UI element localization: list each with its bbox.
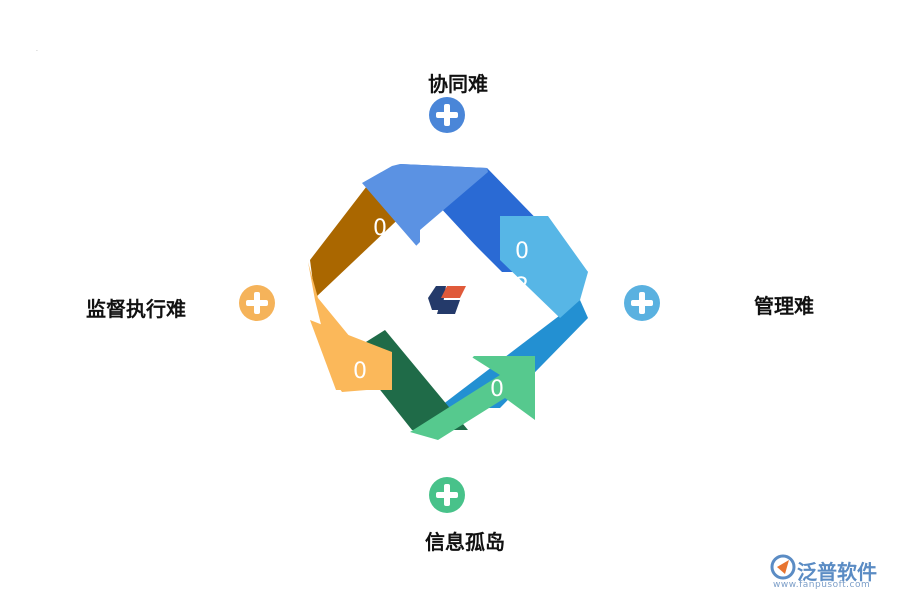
arrow-4-number: 0 xyxy=(353,359,367,384)
watermark-text: 泛普软件 xyxy=(797,560,877,584)
arrow-4-subnumber: 4 xyxy=(353,394,367,419)
watermark-url: www.fanpusoft.com xyxy=(773,580,871,590)
arrow-2-shadow xyxy=(438,300,588,408)
arrow-2 xyxy=(500,216,588,318)
arrow-1-subnumber: 1 xyxy=(373,251,387,276)
arrow-3-subnumber: 3 xyxy=(490,417,504,442)
arrow-4-shadow xyxy=(310,182,410,298)
node-label-bottom: 信息孤岛 xyxy=(425,530,505,554)
stray-dot: . xyxy=(36,46,38,53)
plus-icon-right[interactable] xyxy=(624,285,660,321)
arrow-1 xyxy=(362,164,488,250)
plus-icon-bottom[interactable] xyxy=(429,477,465,513)
arrow-4-head xyxy=(310,320,392,390)
node-label-right: 管理难 xyxy=(754,294,814,318)
arrow-3 xyxy=(410,356,535,440)
arrow-3-number: 0 xyxy=(490,377,504,402)
arrow-1-number: 0 xyxy=(373,216,387,241)
logo-icon xyxy=(428,286,466,314)
arrow-2-subnumber: 2 xyxy=(515,274,529,299)
plus-icon-top[interactable] xyxy=(429,97,465,133)
watermark-logo-icon xyxy=(770,554,796,580)
node-label-left: 监督执行难 xyxy=(86,297,186,321)
node-label-top: 协同难 xyxy=(428,72,488,96)
arrow-2-number: 0 xyxy=(515,239,529,264)
plus-icon-left[interactable] xyxy=(239,285,275,321)
